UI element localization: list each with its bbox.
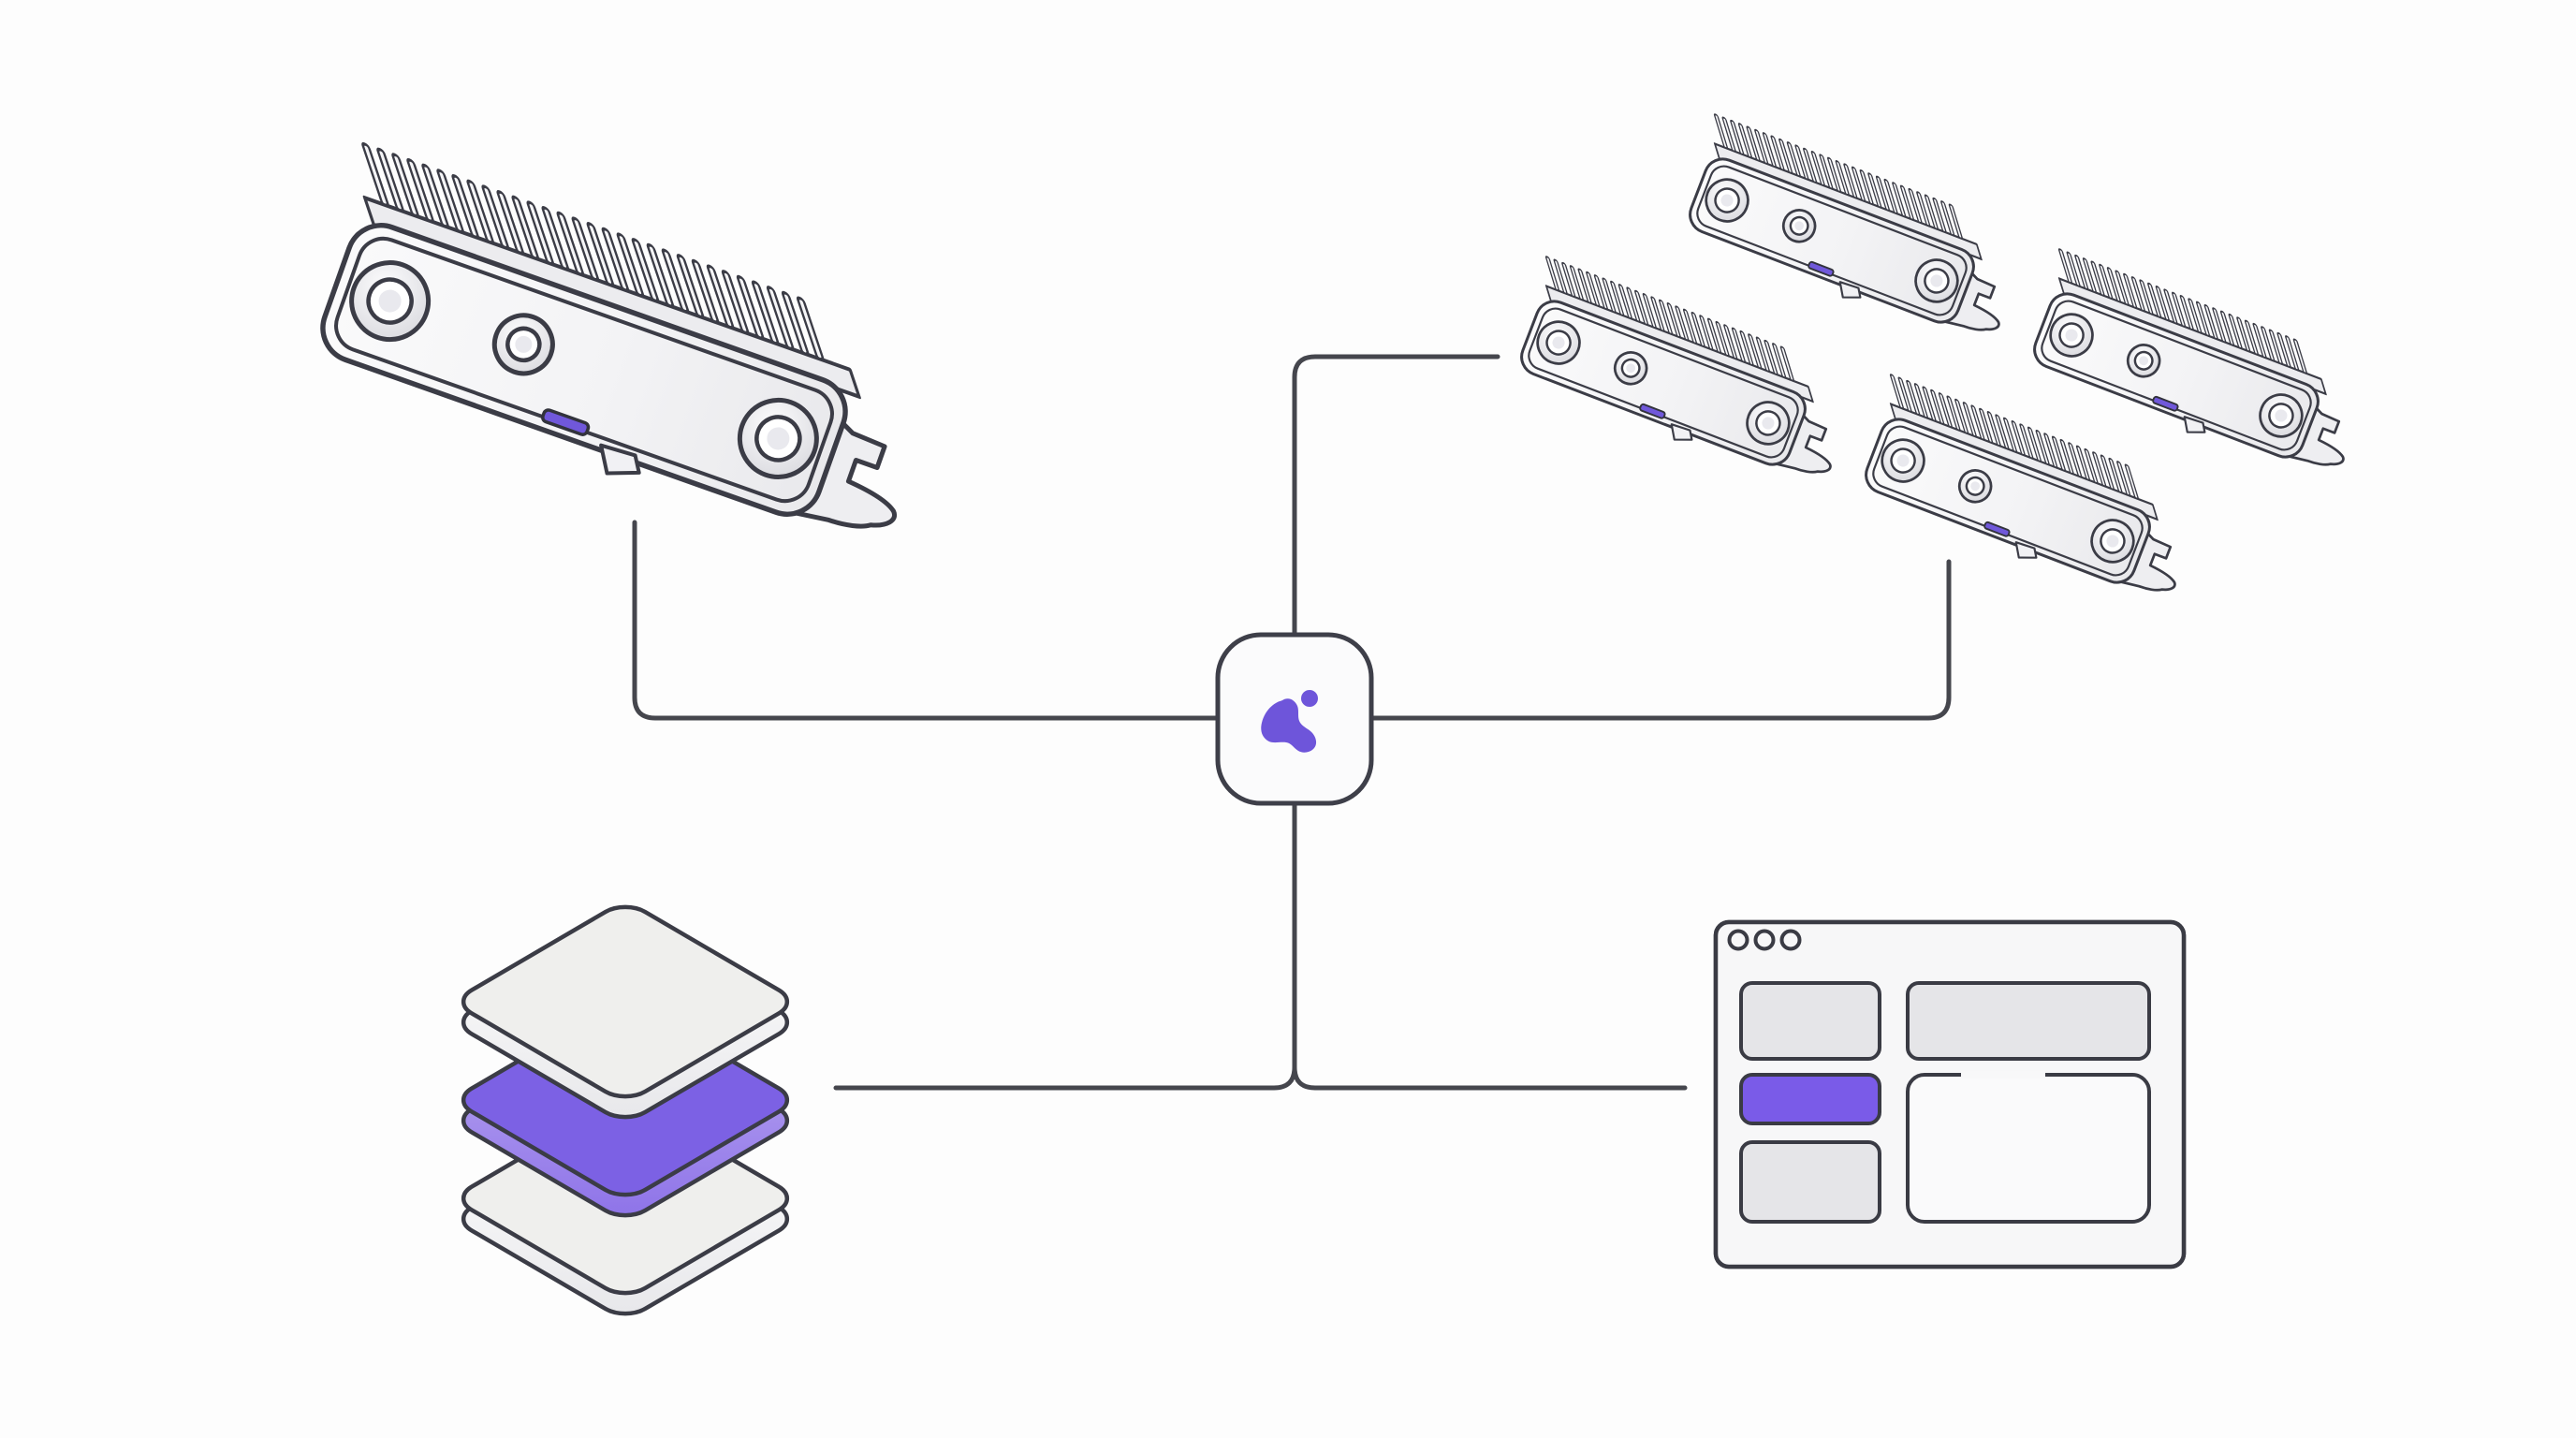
layer-top <box>452 901 799 1124</box>
camera-cluster-left <box>1489 251 1866 497</box>
connector-hub-camera-cluster-bottom <box>1370 559 1952 721</box>
content-bar <box>1906 981 2151 1061</box>
hub-logo-dot-icon <box>1301 690 1318 707</box>
camera-cluster <box>1489 109 2379 615</box>
sidebar-block-3 <box>1739 1140 1881 1224</box>
connector-large-camera-hub <box>632 520 1219 721</box>
hub-app-icon <box>1215 632 1374 806</box>
window-dot-icon <box>1779 929 1802 951</box>
content-panel <box>1906 1073 2151 1224</box>
connector-hub-layer-stack <box>833 800 1297 1091</box>
connector-hub-camera-cluster-left <box>1292 354 1500 638</box>
sidebar-block-accent <box>1739 1073 1881 1125</box>
layer-stack <box>452 901 799 1321</box>
hub-logo-blob-icon <box>1261 690 1318 753</box>
sidebar-block-1 <box>1739 981 1881 1061</box>
app-window <box>1713 919 2187 1269</box>
camera-cluster-top <box>1658 109 2035 355</box>
window-dot-icon <box>1727 929 1749 951</box>
connectors <box>632 354 1952 1091</box>
connector-hub-app-window <box>1292 800 1688 1091</box>
window-dot-icon <box>1753 929 1776 951</box>
traffic-light-dots <box>1727 929 1802 951</box>
camera-cluster-right <box>2002 243 2379 490</box>
depth-camera-large <box>268 137 952 568</box>
